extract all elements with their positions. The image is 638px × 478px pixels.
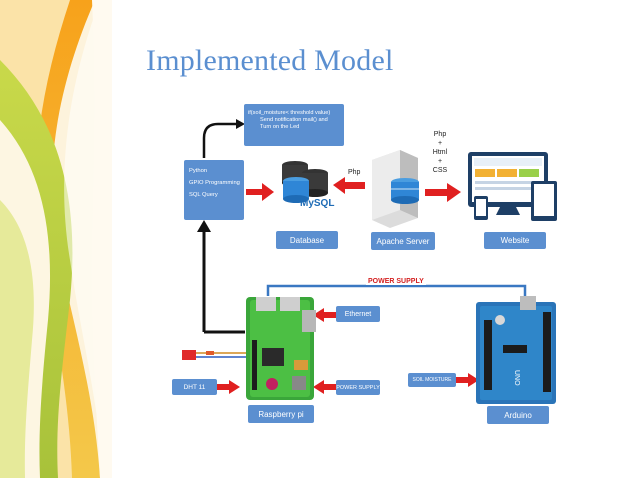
code-line-2: Send notification mail() and	[260, 116, 328, 123]
code-condition-box: if(soil_moisture< threshold value) Send …	[244, 104, 344, 146]
arrow-power-to-pi	[313, 380, 336, 394]
flow-arrowhead-up	[197, 220, 211, 232]
plus-1: +	[437, 140, 443, 147]
website-devices-icon	[468, 152, 557, 221]
svg-text:UNO: UNO	[513, 370, 520, 386]
code-line-3: Turn on the Led	[260, 123, 300, 130]
sql-line: SQL Query	[189, 192, 218, 199]
soil-moisture-label: SOIL MOISTURE	[408, 373, 456, 387]
arduino-label: Arduino	[487, 406, 549, 424]
dht11-sensor-icon	[182, 350, 246, 360]
ethernet-label: Ethernet	[336, 306, 380, 322]
flow-arrowhead-code	[236, 119, 245, 129]
php-html-css-stack: Php + Html + CSS	[428, 130, 452, 175]
python-line: Python	[189, 168, 208, 174]
apache-server-icon	[372, 150, 419, 228]
flow-arrow-to-code	[202, 122, 238, 158]
mysql-database-icon	[282, 161, 328, 203]
database-label: Database	[276, 231, 338, 249]
slide-title: Implemented Model	[146, 44, 394, 77]
raspberry-pi-board-icon	[246, 297, 316, 400]
raspberry-pi-label: Raspberry pi	[248, 405, 314, 423]
css-label: CSS	[432, 167, 448, 174]
website-label: Website	[484, 232, 546, 249]
html-label: Html	[432, 149, 448, 156]
plus-2: +	[437, 158, 443, 165]
arrow-apache-to-website	[425, 183, 461, 202]
arrow-dht-to-pi	[217, 380, 240, 394]
apache-server-label: Apache Server	[371, 232, 435, 250]
power-supply-line-label: POWER SUPPLY	[366, 278, 426, 285]
power-supply-label: POWER SUPPLY	[336, 380, 380, 395]
arduino-board-icon: UNO	[476, 296, 556, 404]
gpio-line: GPIO Programming	[189, 180, 240, 187]
php-label-left: Php	[348, 169, 361, 176]
php-label-right: Php	[433, 131, 447, 138]
arrow-soil-to-arduino	[456, 373, 479, 387]
dht11-label: DHT 11	[172, 379, 217, 395]
power-supply-line	[266, 284, 527, 296]
arrow-ethernet-to-pi	[313, 308, 336, 322]
arrow-apache-to-mysql	[333, 177, 365, 194]
python-programming-box: Python GPIO Programming SQL Query	[184, 160, 244, 220]
code-line-1: if(soil_moisture< threshold value)	[248, 110, 331, 116]
arrow-python-to-mysql	[246, 183, 274, 201]
mysql-logo-text: MySQL	[300, 198, 335, 209]
